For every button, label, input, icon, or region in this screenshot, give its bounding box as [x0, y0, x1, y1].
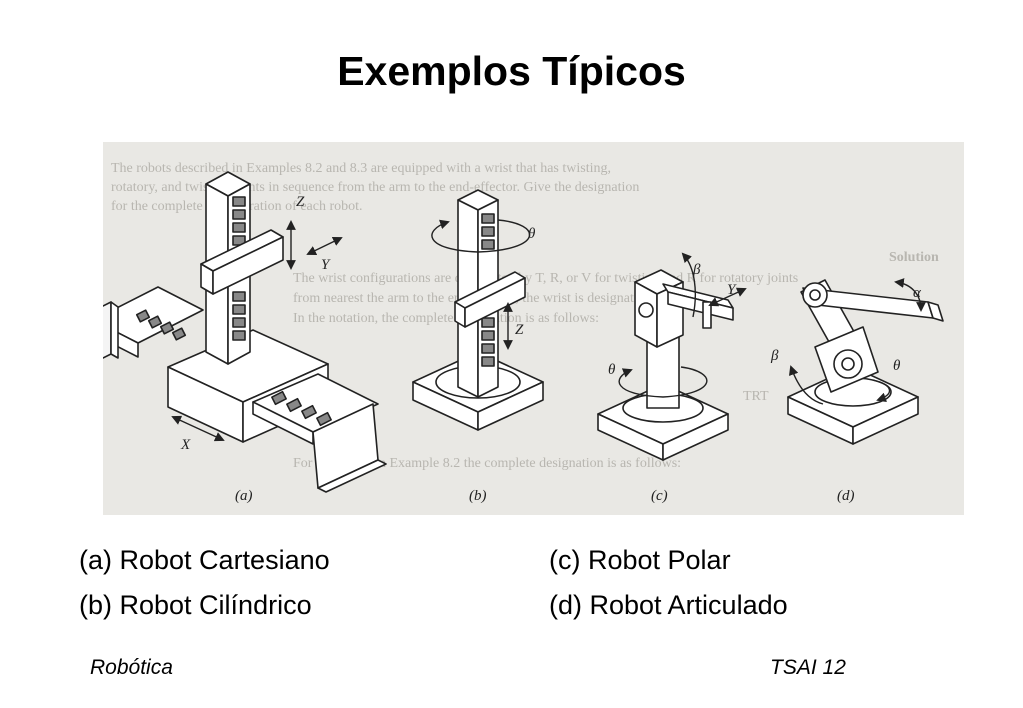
footer-slide-number: TSAI 12	[770, 656, 846, 679]
panel-label-a: (a)	[235, 488, 253, 504]
axis-label-x: X	[180, 437, 191, 453]
axis-label-theta: θ	[528, 226, 536, 242]
polar-axis-arrows	[618, 252, 747, 398]
bg-text-line: TRT	[743, 389, 769, 404]
axis-label-y: Y	[727, 282, 737, 298]
articulated-axis-arrows	[788, 278, 926, 405]
panel-label-c: (c)	[651, 488, 668, 504]
robot-configurations-figure: The robots described in Examples 8.2 and…	[103, 142, 964, 515]
bg-text-line: Solution	[889, 250, 939, 265]
bg-text-line: The wrist configurations are designated …	[293, 271, 798, 286]
caption-cartesian-robot: (a) Robot Cartesiano	[79, 545, 330, 575]
axis-label-theta: θ	[893, 358, 901, 374]
caption-articulated-robot: (d) Robot Articulado	[549, 590, 788, 620]
bg-text-line: The robots described in Examples 8.2 and…	[111, 161, 611, 176]
panel-label-b: (b)	[469, 488, 487, 504]
caption-polar-robot: (c) Robot Polar	[549, 545, 731, 575]
caption-cylindrical-robot: (b) Robot Cilíndrico	[79, 590, 312, 620]
slide-title: Exemplos Típicos	[337, 48, 686, 94]
axis-label-z: Z	[296, 194, 305, 210]
bg-text-line: rotatory, and twisting joints in sequenc…	[111, 180, 639, 195]
cylindrical-axis-arrows	[431, 219, 531, 350]
axis-label-beta: β	[692, 262, 701, 278]
bg-text-line: For the robots in Example 8.2 the comple…	[293, 456, 681, 471]
axis-label-alpha: α	[913, 285, 922, 301]
axis-label-z: Z	[515, 322, 524, 338]
cylindrical-robot-drawing	[412, 189, 544, 431]
cartesian-axis-arrows	[171, 220, 343, 442]
cartesian-robot-drawing	[103, 171, 387, 493]
axis-label-beta: β	[770, 348, 779, 364]
axis-label-theta: θ	[608, 362, 616, 378]
footer-course-name: Robótica	[90, 656, 173, 679]
axis-label-y: Y	[321, 257, 331, 273]
articulated-robot-drawing	[787, 279, 944, 445]
panel-label-d: (d)	[837, 488, 855, 504]
bg-text-line: In the notation, the complete designatio…	[293, 311, 599, 326]
